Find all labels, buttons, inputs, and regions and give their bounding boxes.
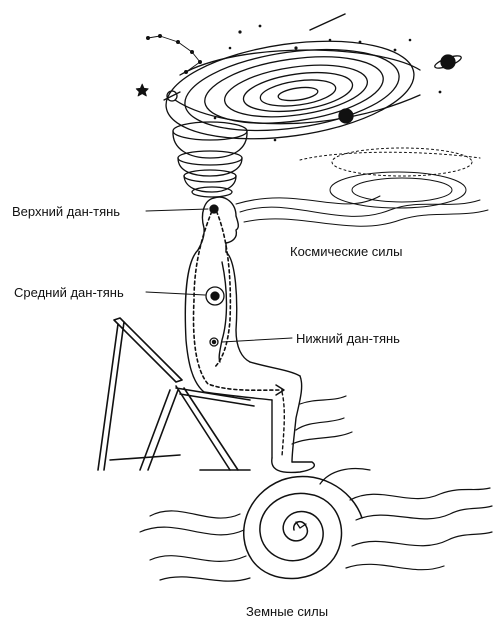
leg-channel	[281, 391, 286, 457]
energy-orbit-path	[192, 205, 283, 392]
upper-dantian-marker	[209, 204, 219, 214]
upper-dantian-label: Верхний дан-тянь	[12, 204, 121, 219]
planet-dark	[338, 108, 354, 124]
galaxy-spiral	[165, 40, 421, 140]
lower-dantian-marker	[209, 337, 219, 347]
middle-dantian-label: Средний дан-тянь	[14, 285, 124, 300]
orbit-arrow-icon	[275, 384, 285, 396]
seated-person	[184, 196, 316, 474]
earth-spiral	[243, 475, 363, 580]
folding-chair	[97, 317, 255, 471]
earth-force-waves	[139, 395, 493, 582]
cosmic-forces-label: Космические силы	[290, 244, 403, 259]
lower-dantian-label: Нижний дан-тянь	[296, 331, 400, 346]
middle-dantian-pointer	[145, 291, 206, 296]
earth-forces-label: Земные силы	[246, 604, 329, 619]
upper-dantian-pointer	[145, 208, 209, 212]
crown-energy-cone	[172, 121, 248, 198]
lower-dantian-pointer	[221, 337, 293, 343]
cosmic-force-waves	[235, 147, 489, 227]
star-icon	[135, 83, 149, 97]
constellation-lines	[147, 35, 201, 73]
earth-spiral-arrow-icon	[295, 521, 307, 529]
middle-dantian-marker	[205, 286, 225, 306]
ringed-planet-icon	[434, 54, 462, 70]
small-planet-icon	[163, 90, 181, 102]
shooting-star-icon	[309, 13, 346, 31]
